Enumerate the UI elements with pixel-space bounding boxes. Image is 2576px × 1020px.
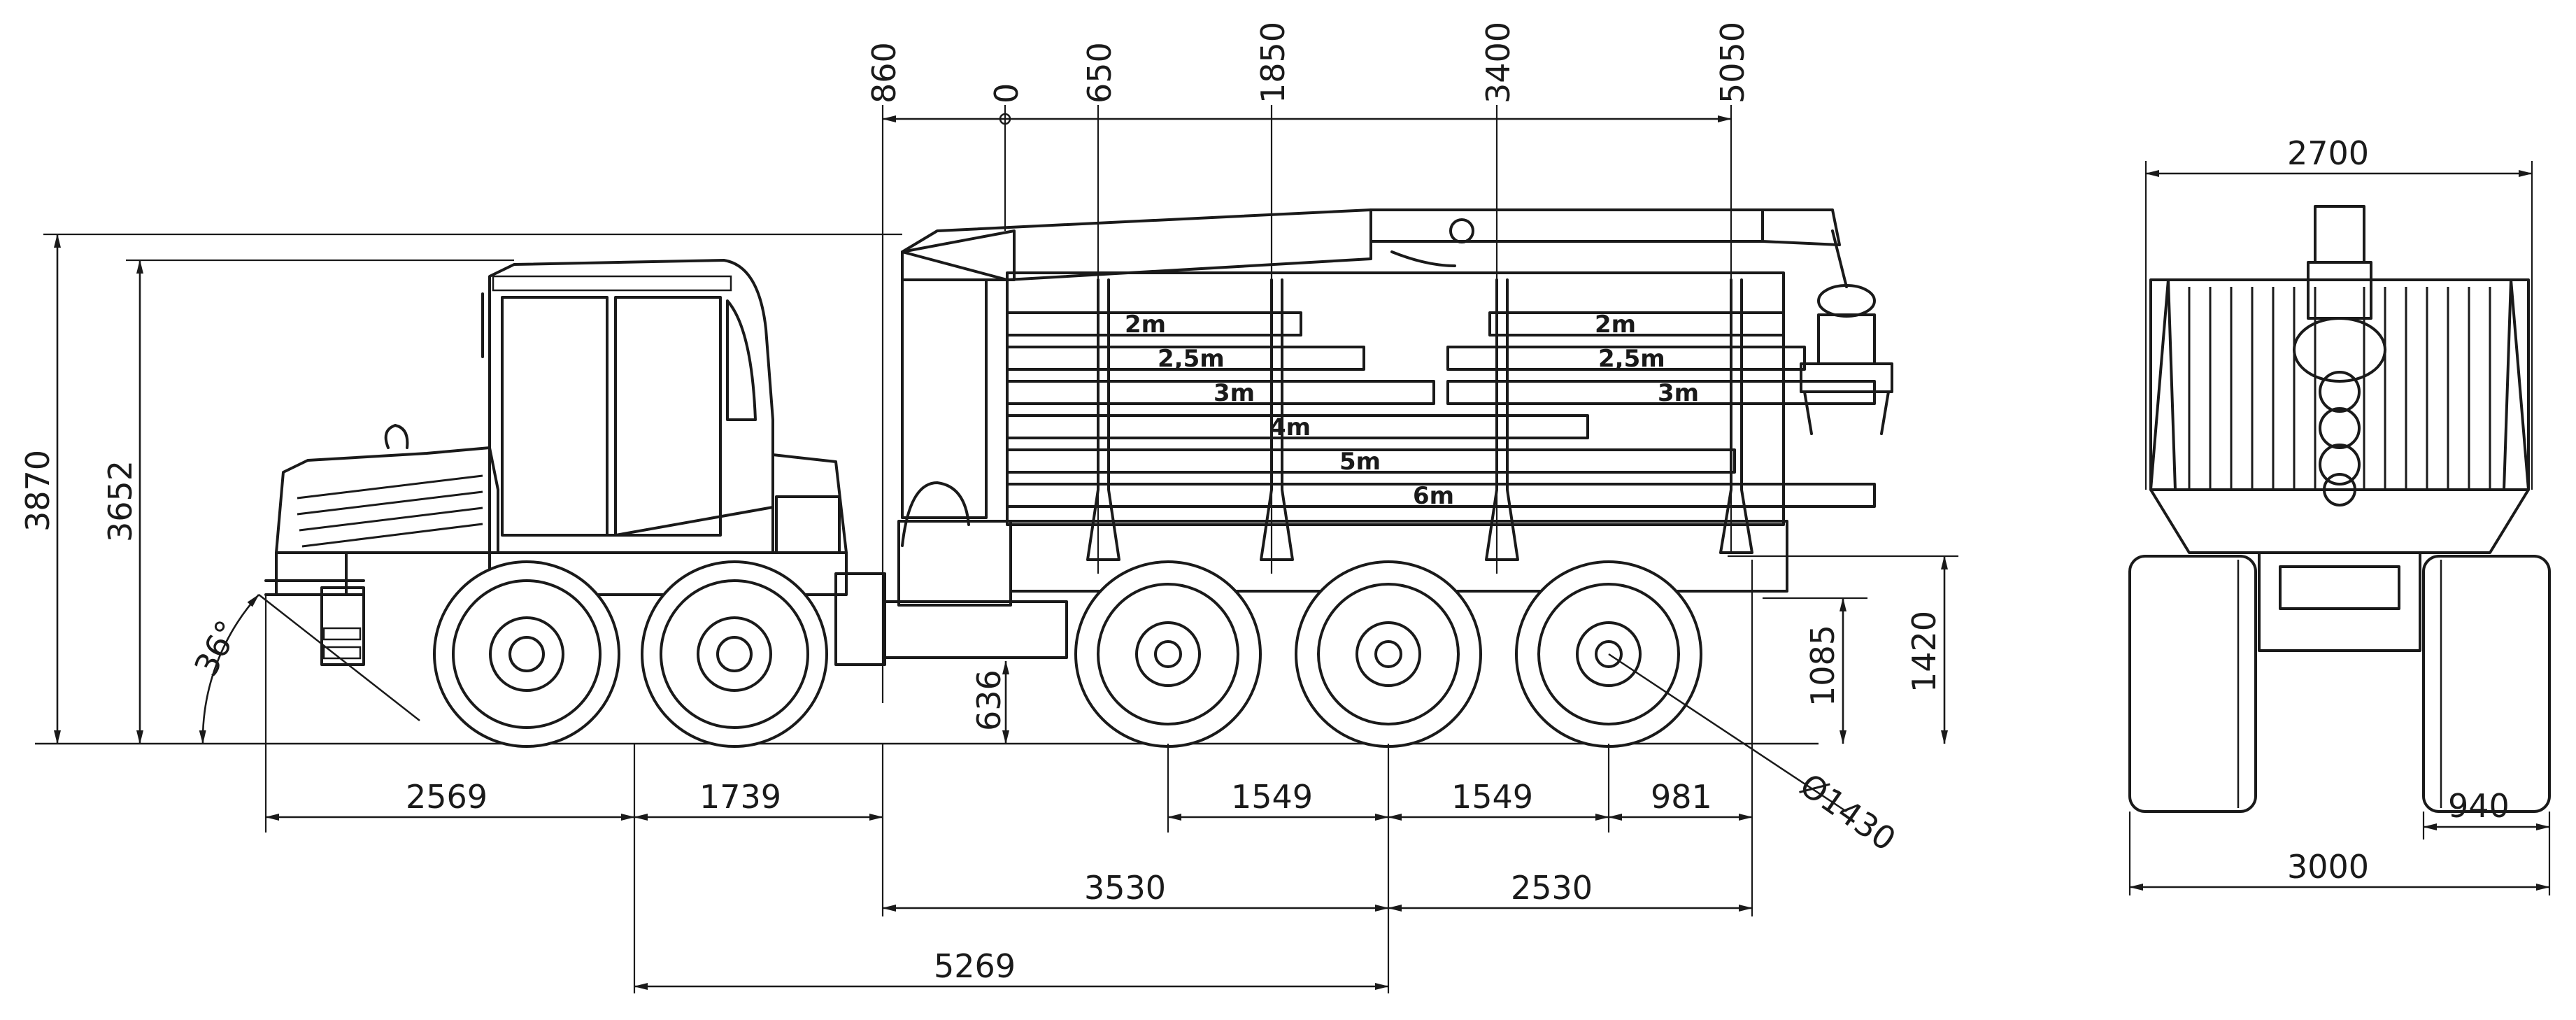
side-view: 2m 2,5m 3m 4m 5m 6m 2m 2,5m 3m bbox=[264, 208, 1893, 748]
dim-wheel-diameter: Ø1430 bbox=[1793, 766, 1903, 858]
dim-boom-5050: 5050 bbox=[1714, 22, 1751, 104]
front-view bbox=[2128, 205, 2551, 813]
dim-cab-height: 3652 bbox=[101, 460, 139, 542]
dim-boom-3400: 3400 bbox=[1479, 22, 1517, 104]
dim-articulation-to-rear: 3530 bbox=[1084, 869, 1166, 907]
log-labels: 2m 2,5m 3m 4m 5m 6m 2m 2,5m 3m bbox=[1125, 311, 1699, 510]
log-label-2-5m-right: 2,5m bbox=[1598, 345, 1665, 373]
wheel-rear-1 bbox=[1074, 560, 1262, 748]
log-4m-left bbox=[1006, 414, 1589, 439]
bunk-stakes bbox=[1086, 278, 1753, 561]
log-label-4m-left: 4m bbox=[1269, 413, 1311, 441]
dim-total-height: 3870 bbox=[19, 450, 57, 532]
cab bbox=[481, 259, 774, 554]
wheels bbox=[433, 560, 1702, 748]
dim-width-total: 3000 bbox=[2287, 848, 2369, 886]
dim-rear-axle-to-end: 2530 bbox=[1511, 869, 1593, 907]
log-label-3m-right: 3m bbox=[1658, 379, 1699, 407]
log-label-2m-left: 2m bbox=[1125, 311, 1166, 339]
log-2-5m-right bbox=[1446, 346, 1806, 371]
dim-rear-overhang: 981 bbox=[1651, 778, 1712, 816]
dim-front-overhang: 2569 bbox=[406, 778, 488, 816]
log-2m-left bbox=[1006, 311, 1302, 337]
dim-boom-1850: 1850 bbox=[1254, 22, 1292, 104]
grapple bbox=[1800, 284, 1893, 435]
log-label-6m-left: 6m bbox=[1413, 482, 1454, 510]
log-2-5m-left bbox=[1006, 346, 1365, 371]
front-dimensions: 2700 940 3000 bbox=[2128, 134, 2551, 895]
crane-boom bbox=[901, 208, 1848, 288]
side-dimensions: 860 0 650 1850 3400 5050 3870 3652 36° 6… bbox=[19, 22, 1958, 993]
wheel-rear-2 bbox=[1295, 560, 1482, 748]
log-3m-right bbox=[1446, 380, 1876, 405]
wheel-front-2 bbox=[641, 560, 828, 748]
dim-rear-axle-spacing-1: 1549 bbox=[1231, 778, 1313, 816]
front-view-right-tire bbox=[2422, 555, 2551, 813]
log-label-5m-left: 5m bbox=[1339, 448, 1381, 476]
log-label-2-5m-left: 2,5m bbox=[1158, 345, 1225, 373]
wheel-front-1 bbox=[433, 560, 620, 748]
dim-boom-650: 650 bbox=[1081, 42, 1118, 104]
log-label-3m-left: 3m bbox=[1214, 379, 1255, 407]
log-6m-left bbox=[1006, 483, 1876, 508]
dim-approach-angle: 36° bbox=[187, 614, 247, 682]
dim-rear-axle-spacing-2: 1549 bbox=[1451, 778, 1533, 816]
dim-ground-clearance: 636 bbox=[970, 670, 1008, 731]
dim-width-top: 2700 bbox=[2287, 134, 2369, 172]
log-5m-left bbox=[1006, 448, 1736, 474]
log-3m-left bbox=[1006, 380, 1435, 405]
dim-wheelbase: 5269 bbox=[934, 947, 1016, 985]
engine-hood bbox=[264, 424, 499, 666]
log-label-2m-right: 2m bbox=[1595, 311, 1636, 339]
dim-boom-860: 860 bbox=[865, 42, 903, 104]
logs-right bbox=[1446, 311, 1876, 405]
dim-boom-0: 0 bbox=[988, 83, 1025, 104]
dim-bunk-height: 1085 bbox=[1804, 625, 1842, 707]
front-view-left-tire bbox=[2128, 555, 2257, 813]
dim-front-bogie: 1739 bbox=[699, 778, 781, 816]
dim-load-floor-height: 1420 bbox=[1905, 611, 1943, 693]
logs-left bbox=[1006, 311, 1876, 508]
dim-tire-width: 940 bbox=[2448, 787, 2510, 825]
log-2m-right bbox=[1488, 311, 1785, 337]
